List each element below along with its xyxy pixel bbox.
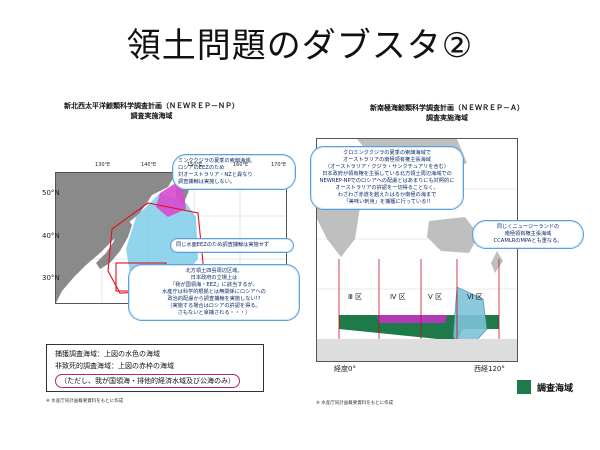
research-area-magenta [377, 315, 447, 323]
zone-label: Ⅲ 区 [348, 293, 363, 301]
callout-ru-eez: ミンククジラの夏季の索餌海域。ロシアのEEZのため 対オーストラリア・NZと異な… [172, 154, 296, 190]
key-label: 調査海域 [537, 384, 574, 394]
landmass-new-zealand [491, 251, 503, 273]
lat-tick: 40°N [42, 232, 60, 240]
lon-label: 西経120° [474, 365, 505, 373]
panel-newrep-np: 新北西太平洋鯨類科学調査計画（ＮＥＷＲＥＰ－ＮＰ） 調査実施海域 50°N 40… [10, 92, 300, 437]
callout-same-eez: 同じ水面EEZのため調査捕鯨は実施せず [170, 238, 294, 253]
source-note: ※ 水産庁同計画概要資料をもとに作成 [46, 399, 124, 404]
lon-tick: 160°E [233, 162, 249, 168]
legend-box: 捕獲調査海域：上図の水色の海域 非致死的調査海域：上図の赤枠の海域 （ただし、我… [46, 344, 264, 392]
landmass-asia [56, 173, 176, 303]
landmass-antarctica [317, 339, 517, 361]
panel-newrep-a: 新南極海鯨類科学調査計画（ＮＥＷＲＥＰ－Ａ） 調査実施海域 Ⅲ 区 Ⅳ 区 Ⅴ … [302, 92, 592, 437]
slide-title: 領土問題のダブスタ② [126, 26, 474, 66]
legend-nonlethal: 非致死的調査海域：上図の赤枠の海域 [55, 362, 174, 370]
lat-tick: 30°N [42, 274, 60, 282]
legend-capture: 捕獲調査海域：上図の水色の海域 [55, 350, 160, 358]
zone-label: Ⅵ 区 [467, 293, 483, 301]
ru-eez-area [156, 179, 186, 217]
source-note: ※ 水産庁同計画概要資料をもとに作成 [316, 401, 394, 406]
panel-subtitle: 調査実施海域 [426, 114, 468, 122]
zone-label: Ⅳ 区 [390, 293, 406, 301]
legend-note: （ただし、我が国領海・排他的経済水域及び公海のみ） [55, 374, 240, 388]
lon-tick: 150°E [187, 162, 203, 168]
key-swatch [517, 380, 531, 394]
callout-northern-territories: 北方領土四島周辺区域。日本政府の立場上は 「我が国領海・EEZ」に該当するが、水… [128, 264, 300, 321]
landmass-australia [427, 217, 479, 253]
lon-tick: 140°E [141, 162, 157, 168]
panel-title: 新北西太平洋鯨類科学調査計画（ＮＥＷＲＥＰ－ＮＰ） [64, 102, 239, 110]
zone-label: Ⅴ 区 [428, 293, 443, 301]
landmass-japan [96, 217, 132, 269]
lon-tick: 170°E [271, 162, 287, 168]
callout-nz-claim: 同じくニュージーランドの南極領有権主張海域 CCAMLRのMPAとも重なる。 [472, 220, 584, 249]
capture-area [126, 193, 198, 285]
lat-tick: 50°N [42, 189, 60, 197]
panel-subtitle: 調査実施海域 [130, 112, 173, 120]
panel-title: 新南極海鯨類科学調査計画（ＮＥＷＲＥＰ－Ａ） [370, 104, 524, 112]
lon-label: 経度0° [334, 365, 356, 373]
lon-tick: 130°E [95, 162, 111, 168]
callout-australia-claim: クロミンククジラの夏季の索餌海域でオーストラリアの南極領有権主張海域 （オースト… [310, 146, 464, 210]
